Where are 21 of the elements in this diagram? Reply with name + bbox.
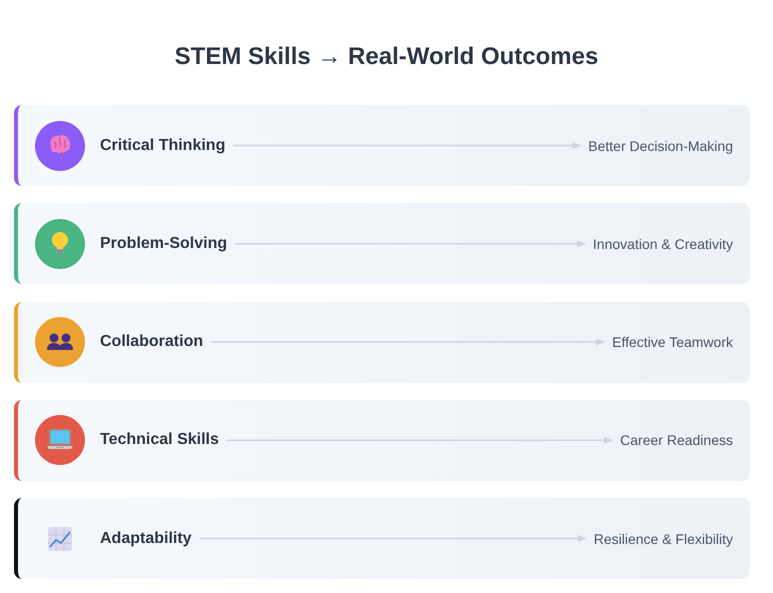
skill-card <box>14 302 750 382</box>
skill-name: Collaboration <box>100 332 204 352</box>
outcome-label: Innovation & Creativity <box>592 234 733 254</box>
skill-name: Problem-Solving <box>100 234 228 254</box>
skill-name: Critical Thinking <box>100 136 226 156</box>
arrow <box>226 436 614 444</box>
skill-card <box>14 400 750 481</box>
outcome-label: Better Decision-Making <box>588 136 733 156</box>
arrow <box>233 142 582 150</box>
outcome-label: Career Readiness <box>620 430 733 450</box>
skill-name: Technical Skills <box>100 430 219 450</box>
skill-card <box>14 203 750 284</box>
arrow <box>200 534 587 542</box>
arrow <box>235 240 586 248</box>
skill-card <box>14 105 750 186</box>
arrow <box>211 338 606 346</box>
skill-name: Adaptability <box>100 528 192 548</box>
diagram-title: STEM Skills → Real-World Outcomes <box>174 42 598 72</box>
skill-card <box>14 498 750 579</box>
outcome-label: Resilience & Flexibility <box>594 528 733 548</box>
outcome-label: Effective Teamwork <box>612 332 733 352</box>
